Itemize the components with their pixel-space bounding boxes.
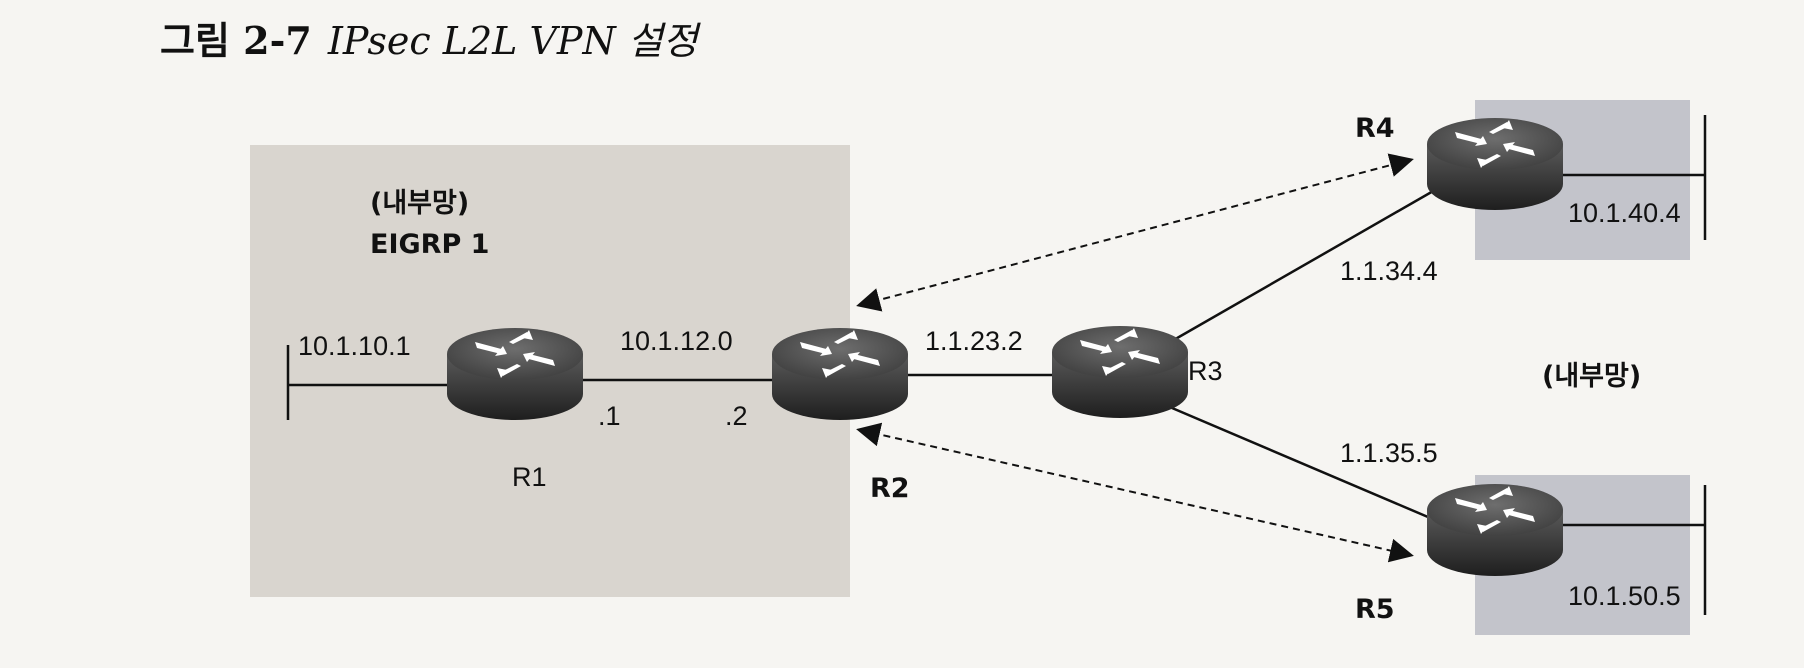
router-r2-icon bbox=[772, 328, 908, 420]
router-r3-label: R3 bbox=[1188, 356, 1223, 386]
r1-host-id: .1 bbox=[598, 401, 621, 431]
router-r5-icon bbox=[1427, 484, 1563, 576]
figure-title: IPsec L2L VPN 설정 bbox=[327, 19, 698, 63]
r1-r2-network: 10.1.12.0 bbox=[620, 326, 733, 356]
router-r1-label: R1 bbox=[512, 462, 547, 492]
vpn-tunnel-r2-r5 bbox=[856, 422, 1414, 563]
r4-lan-address: 10.1.40.4 bbox=[1568, 198, 1681, 228]
router-r1-icon bbox=[447, 328, 583, 420]
r3-r4-address: 1.1.34.4 bbox=[1340, 256, 1438, 286]
left-internal-label: (내부망) bbox=[370, 188, 469, 219]
r3-r5-address: 1.1.35.5 bbox=[1340, 438, 1438, 468]
figure-number: 그림 2-7 bbox=[160, 18, 312, 63]
router-r5-label: R5 bbox=[1355, 594, 1395, 625]
router-r2-label: R2 bbox=[870, 473, 910, 504]
router-r3-icon bbox=[1052, 326, 1188, 418]
router-r4-label: R4 bbox=[1355, 113, 1395, 144]
left-protocol-label: EIGRP 1 bbox=[370, 229, 489, 260]
r5-lan-address: 10.1.50.5 bbox=[1568, 581, 1681, 611]
r2-r3-address: 1.1.23.2 bbox=[925, 326, 1023, 356]
vpn-tunnel-r2-r4 bbox=[856, 153, 1414, 312]
r2-host-id: .2 bbox=[725, 401, 748, 431]
figure-caption: 그림 2-7 IPsec L2L VPN 설정 bbox=[160, 10, 698, 65]
router-r4-icon bbox=[1427, 118, 1563, 210]
r1-lan-address: 10.1.10.1 bbox=[298, 331, 411, 361]
right-internal-label: (내부망) bbox=[1542, 361, 1641, 392]
